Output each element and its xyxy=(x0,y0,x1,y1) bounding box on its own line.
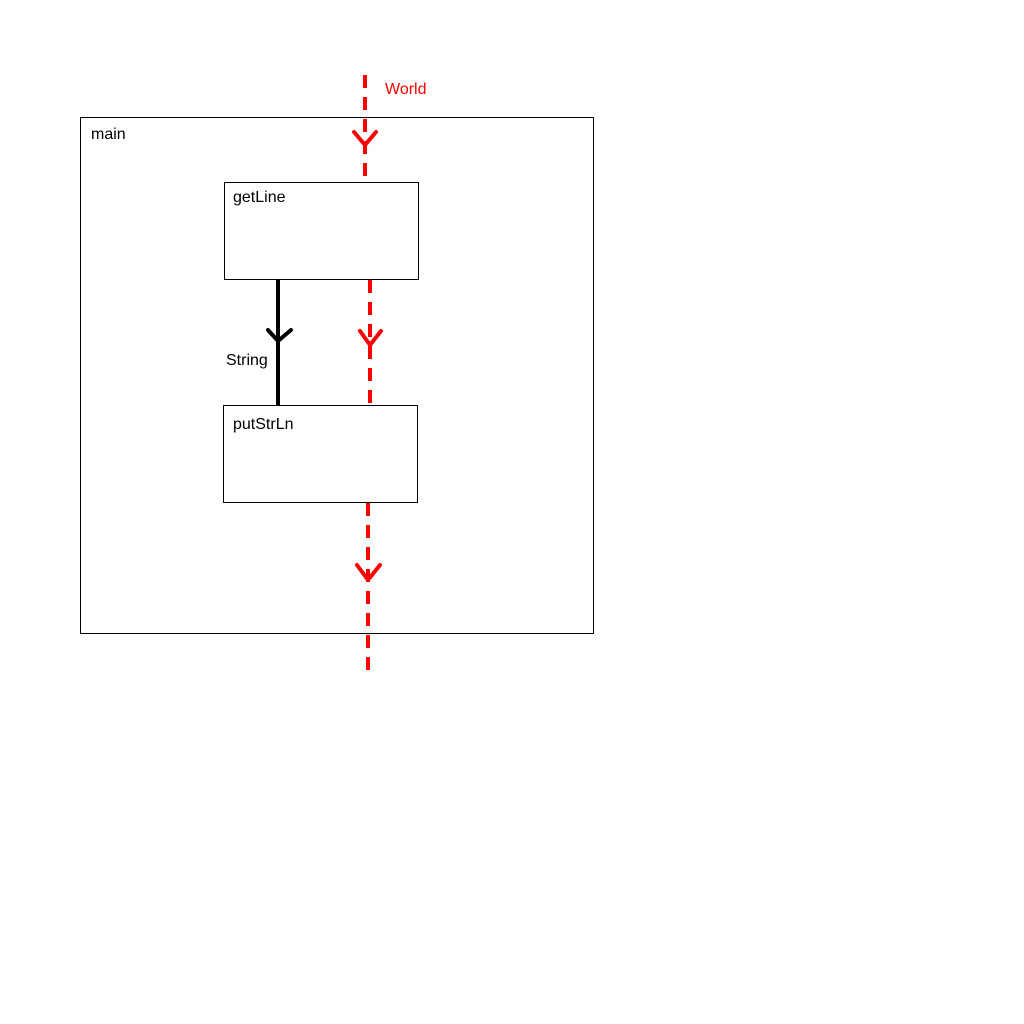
main-box xyxy=(80,117,594,634)
world-label: World xyxy=(385,81,427,98)
getline-box xyxy=(224,182,419,280)
putstrln-label: putStrLn xyxy=(233,416,293,433)
main-label: main xyxy=(91,126,126,143)
putstrln-box xyxy=(223,405,418,503)
world-flow-middle-arrowhead xyxy=(358,329,383,347)
getline-label: getLine xyxy=(233,189,286,206)
string-flow-label: String xyxy=(226,352,268,369)
string-flow-arrowhead xyxy=(266,328,293,343)
world-flow-in-arrowhead xyxy=(352,130,378,147)
world-flow-out-arrowhead xyxy=(355,563,382,582)
